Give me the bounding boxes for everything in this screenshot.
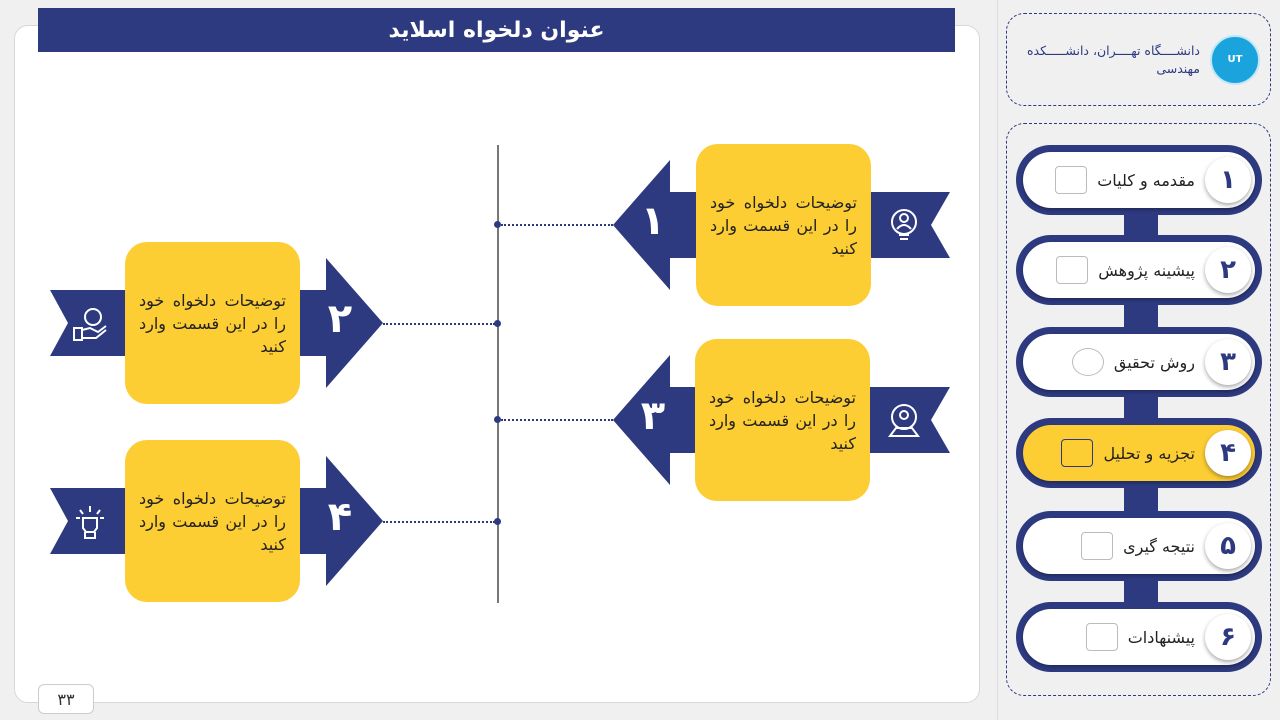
slide-title: عنوان دلخواه اسلاید <box>38 8 955 52</box>
document-edit-icon <box>1055 166 1088 194</box>
item-number-2: ۲ <box>327 296 353 342</box>
university-name: دانشــــگاه تهــــران، دانشـــــکده مهند… <box>1027 42 1200 76</box>
page-number: ۳۳ <box>38 684 94 714</box>
nav-item-6[interactable]: ۶ پیشنهادات <box>1016 602 1262 672</box>
item-box-2: توضیحات دلخواه خود را در این قسمت وارد ک… <box>125 242 300 404</box>
connector-1 <box>501 224 613 226</box>
search-person-icon <box>1071 348 1104 376</box>
nav-number: ۲ <box>1205 247 1251 293</box>
nav-label: تجزیه و تحلیل <box>1103 443 1195 463</box>
item-number-1: ۱ <box>640 198 666 244</box>
location-person-icon <box>888 404 920 437</box>
timeline-dot-2 <box>494 320 501 327</box>
nav-item-2[interactable]: ۲ پیشینه پژوهش <box>1016 235 1262 305</box>
nav-item-3[interactable]: ۳ روش تحقیق <box>1016 327 1262 397</box>
nav-label: پیشینه پژوهش <box>1098 260 1195 280</box>
timeline-line <box>497 145 499 603</box>
nav-item-5[interactable]: ۵ نتیجه گیری <box>1016 511 1262 581</box>
arrow-shape-4 <box>50 456 383 586</box>
timeline-dot-1 <box>494 221 501 228</box>
nav-item-4[interactable]: ۴ تجزیه و تحلیل <box>1016 418 1262 488</box>
nav-label: نتیجه گیری <box>1123 536 1195 556</box>
university-logo: UT <box>1210 34 1260 85</box>
nav-number: ۵ <box>1205 523 1251 569</box>
bar-chart-icon <box>1061 439 1094 467</box>
connector-3 <box>501 419 613 421</box>
chat-check-icon <box>1081 532 1114 560</box>
nav-number: ۴ <box>1205 430 1251 476</box>
nav-number: ۶ <box>1205 614 1251 660</box>
connector-4 <box>383 521 495 523</box>
nav-label: پیشنهادات <box>1127 627 1195 647</box>
nav-number: ۳ <box>1205 339 1251 385</box>
connector-2 <box>383 323 495 325</box>
item-box-4: توضیحات دلخواه خود را در این قسمت وارد ک… <box>125 440 300 602</box>
item-number-3: ۳ <box>640 393 666 439</box>
item-box-1: توضیحات دلخواه خود را در این قسمت وارد ک… <box>696 144 871 306</box>
nav-label: مقدمه و کلیات <box>1097 170 1195 190</box>
nav-item-1[interactable]: ۱ مقدمه و کلیات <box>1016 145 1262 215</box>
nav-label: روش تحقیق <box>1113 352 1195 372</box>
lightbulb-person-icon <box>891 209 917 240</box>
chat-bubbles-icon <box>1085 623 1118 651</box>
raised-fist-icon <box>76 506 104 539</box>
timeline-dot-4 <box>494 518 501 525</box>
nav-number: ۱ <box>1205 157 1251 203</box>
arrow-shape-1 <box>613 160 950 290</box>
sidebar-nav <box>1006 123 1271 696</box>
university-card: دانشــــگاه تهــــران، دانشـــــکده مهند… <box>1006 13 1271 106</box>
book-icon <box>1056 256 1089 284</box>
money-hand-icon <box>73 308 107 341</box>
item-number-4: ۴ <box>327 494 353 540</box>
timeline-dot-3 <box>494 416 501 423</box>
item-box-3: توضیحات دلخواه خود را در این قسمت وارد ک… <box>695 339 870 501</box>
